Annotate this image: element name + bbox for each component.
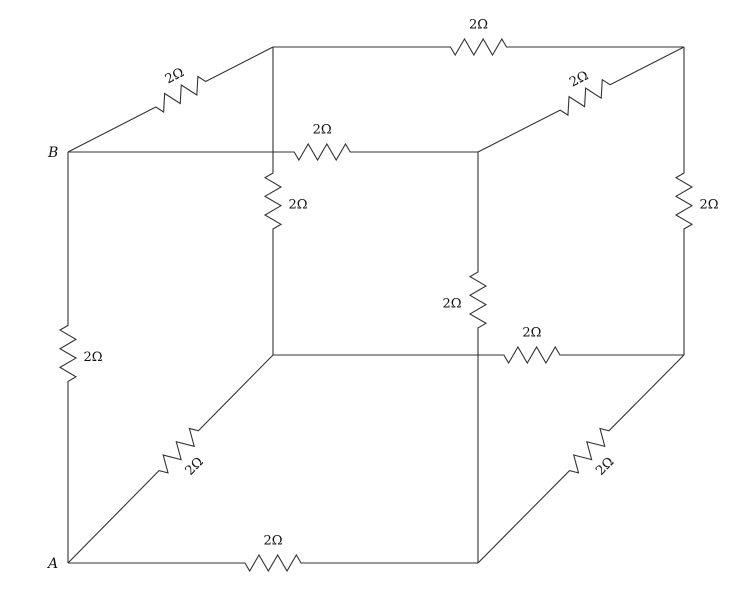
node-label-b: B — [47, 145, 58, 161]
resistor-top-back — [273, 37, 684, 57]
resistor-top-front — [68, 142, 478, 162]
resistor-back-right-vertical — [674, 47, 694, 355]
resistor-top-left-depth — [67, 46, 274, 153]
resistor-value-label: 2Ω — [288, 198, 307, 213]
resistor-value-label: 2Ω — [593, 455, 617, 479]
resistor-bottom-front — [68, 553, 478, 573]
resistor-value-label: 2Ω — [163, 65, 187, 87]
resistor-value-label: 2Ω — [83, 350, 102, 365]
resistor-value-label: 2Ω — [522, 326, 541, 341]
resistor-value-label: 2Ω — [699, 198, 718, 213]
resistor-front-right-vertical — [468, 152, 488, 563]
resistor-value-label: 2Ω — [313, 123, 332, 138]
resistor-top-right-depth — [477, 46, 685, 153]
resistor-value-label: 2Ω — [442, 296, 461, 311]
resistor-bottom-right-depth — [477, 354, 685, 564]
resistor-value-label: 2Ω — [567, 68, 591, 90]
resistor-value-label: 2Ω — [183, 455, 207, 479]
node-label-a: A — [46, 556, 58, 572]
resistor-value-label: 2Ω — [469, 18, 488, 33]
resistor-front-left-vertical — [58, 152, 78, 563]
resistor-bottom-back — [273, 345, 684, 365]
resistor-bottom-left-depth — [67, 354, 274, 564]
resistor-back-left-vertical — [263, 47, 283, 355]
resistor-value-label: 2Ω — [263, 534, 282, 549]
